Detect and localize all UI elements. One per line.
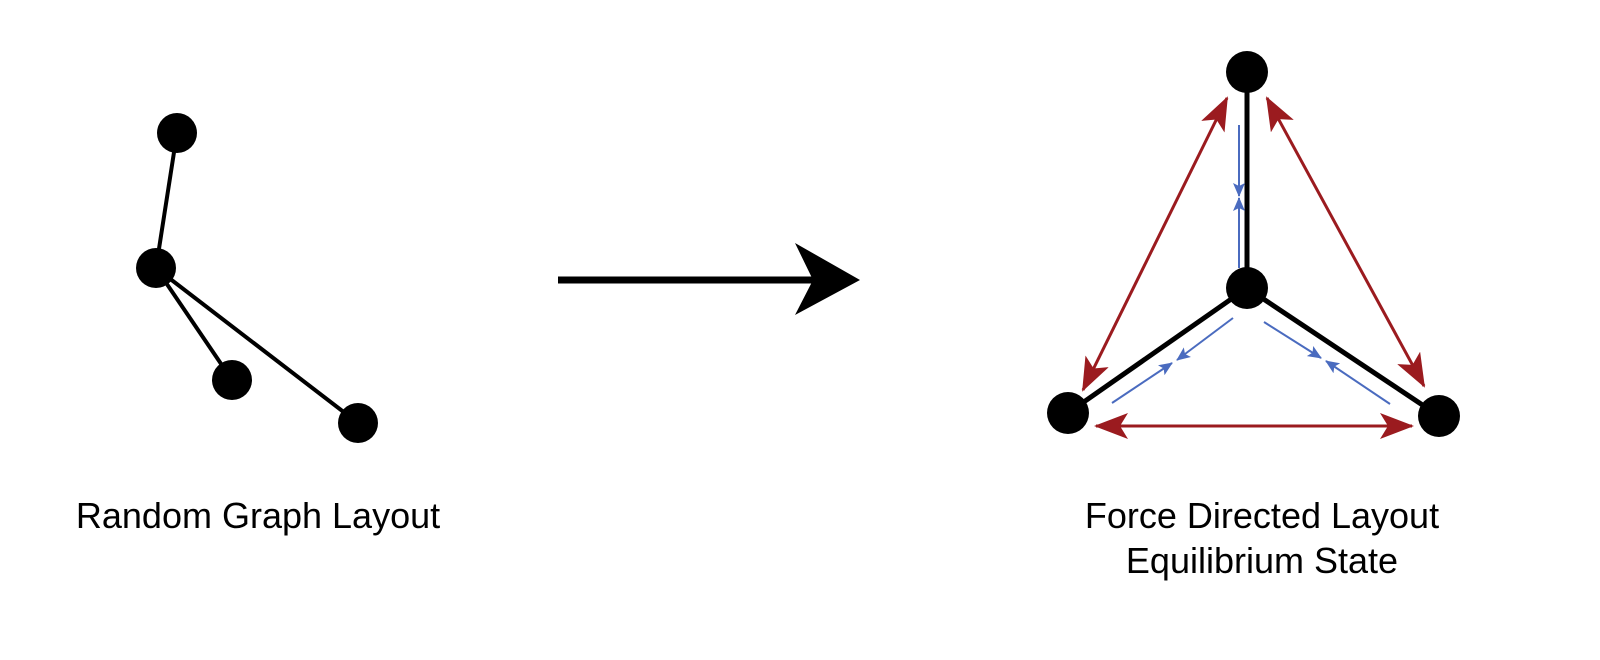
- random-node-top: [157, 113, 197, 153]
- caption-force-layout-line2: Equilibrium State: [1126, 540, 1398, 581]
- random-edge-long: [154, 266, 360, 425]
- random-node-right: [338, 403, 378, 443]
- attraction-arrow-left-outward: [1111, 362, 1173, 404]
- attraction-arrow-left-inward: [1176, 317, 1234, 361]
- repulsion-arrow-left: [1081, 96, 1229, 392]
- random-edge-top: [154, 132, 179, 269]
- random-graph: [136, 113, 378, 443]
- force-node-left: [1047, 392, 1089, 434]
- random-node-hub: [136, 248, 176, 288]
- repulsion-arrow-right: [1265, 96, 1426, 388]
- force-edge-right: [1245, 285, 1441, 419]
- random-edge-short: [154, 266, 234, 382]
- transition-arrow: [558, 243, 860, 315]
- caption-force-layout-line1: Force Directed Layout: [1085, 495, 1439, 536]
- force-graph: [1047, 51, 1460, 439]
- force-edge-left: [1066, 285, 1249, 416]
- attraction-arrow-right-inward: [1263, 321, 1322, 359]
- transition-arrowhead-icon: [795, 243, 860, 315]
- force-node-top: [1226, 51, 1268, 93]
- caption-random-layout: Random Graph Layout: [76, 495, 440, 536]
- random-node-mid: [212, 360, 252, 400]
- force-node-center: [1226, 267, 1268, 309]
- force-node-right: [1418, 395, 1460, 437]
- attraction-arrow-right-outward: [1325, 360, 1391, 405]
